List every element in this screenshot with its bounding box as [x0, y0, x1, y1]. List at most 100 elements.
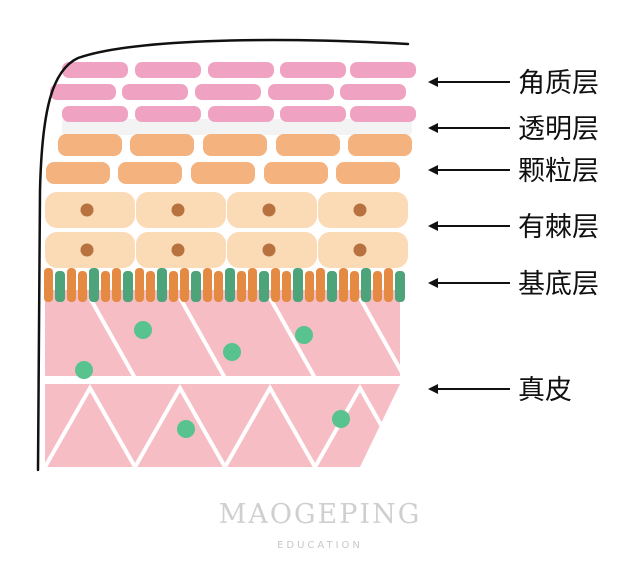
basal-cell-24	[316, 268, 325, 302]
dermis-dot-2	[295, 326, 313, 344]
basal-cell-9	[146, 271, 155, 302]
dermis-lower-triangle-0	[43, 383, 137, 468]
basal-cell-23	[305, 271, 314, 302]
nucleus-0-2	[262, 203, 276, 217]
label-group-stratum-granulosum: 颗粒层	[428, 156, 599, 187]
label-dermis: 真皮	[518, 375, 572, 406]
dermis-dot-1	[223, 343, 241, 361]
basal-cell-1	[55, 271, 65, 302]
granulosum-cell-0-0	[58, 134, 122, 156]
basal-cell-29	[373, 271, 382, 302]
nucleus-1-2	[262, 243, 276, 257]
basal-cell-11	[169, 271, 178, 302]
nucleus-1-0	[80, 243, 94, 257]
basal-cell-26	[339, 268, 348, 302]
granulosum-cell-1-3	[264, 162, 328, 184]
stratum-lucidum-band	[62, 119, 412, 135]
corneum-cell-2-3	[280, 106, 346, 122]
basal-cell-28	[361, 268, 371, 302]
label-group-stratum-basale: 基底层	[428, 269, 599, 300]
dermis-upper-band	[45, 290, 400, 380]
basal-cell-6	[112, 268, 121, 302]
corneum-cell-0-0	[62, 62, 128, 78]
label-stratum-lucidum: 透明层	[518, 114, 599, 145]
corneum-cell-1-2	[195, 84, 261, 100]
nucleus-1-1	[171, 243, 185, 257]
nucleus-1-3	[353, 243, 367, 257]
basal-cell-31	[395, 271, 405, 302]
dermis-lower-triangle-2	[223, 383, 317, 468]
corneum-cell-0-1	[135, 62, 201, 78]
label-stratum-spinosum: 有棘层	[518, 212, 599, 243]
corneum-cell-2-4	[350, 106, 416, 122]
dermis-dot-4	[177, 420, 195, 438]
left-arrow-icon	[428, 77, 510, 87]
left-arrow-icon	[428, 278, 510, 288]
label-group-dermis: 真皮	[428, 375, 572, 406]
basal-cell-27	[350, 271, 359, 302]
granulosum-cell-0-2	[203, 134, 267, 156]
label-group-stratum-lucidum: 透明层	[428, 114, 599, 145]
dermis-dot-0	[134, 321, 152, 339]
skin-surface-outline	[36, 38, 410, 472]
granulosum-cell-1-2	[191, 162, 255, 184]
basal-cell-18	[248, 268, 257, 302]
granulosum-cell-0-1	[130, 134, 194, 156]
dermis-lower-triangle-1	[133, 383, 227, 468]
corneum-cell-1-1	[122, 84, 188, 100]
basal-cell-17	[237, 271, 246, 302]
left-arrow-icon	[428, 123, 510, 133]
corneum-cell-2-2	[208, 106, 274, 122]
corneum-cell-1-4	[340, 84, 406, 100]
corneum-cell-1-0	[50, 84, 116, 100]
basal-cell-15	[214, 271, 223, 302]
basal-cell-12	[180, 268, 189, 302]
dermis-dot-5	[332, 410, 350, 428]
label-stratum-basale: 基底层	[518, 269, 599, 300]
nucleus-0-3	[353, 203, 367, 217]
basal-cell-0	[44, 268, 53, 302]
corneum-cell-2-0	[62, 106, 128, 122]
granulosum-cell-1-0	[46, 162, 110, 184]
basal-cell-16	[225, 268, 235, 302]
basal-cell-21	[282, 271, 291, 302]
granulosum-cell-0-3	[276, 134, 340, 156]
nucleus-0-1	[171, 203, 185, 217]
label-group-stratum-spinosum: 有棘层	[428, 212, 599, 243]
corneum-cell-0-4	[350, 62, 416, 78]
left-arrow-icon	[428, 384, 510, 394]
dermis-lower-band	[45, 384, 400, 467]
granulosum-cell-0-4	[348, 134, 412, 156]
dermis-upper-triangle-3	[315, 297, 409, 380]
corneum-cell-1-3	[268, 84, 334, 100]
basal-cell-13	[191, 271, 201, 302]
dermis-dot-3	[75, 361, 93, 379]
basal-cell-14	[203, 268, 212, 302]
basal-cell-4	[89, 268, 99, 302]
basal-cell-5	[101, 271, 110, 302]
left-arrow-icon	[428, 221, 510, 231]
watermark-brand: MAOGEPING	[219, 499, 422, 530]
corneum-cell-2-1	[135, 106, 201, 122]
basal-cell-19	[259, 271, 269, 302]
basal-cell-7	[123, 271, 133, 302]
basal-cell-30	[384, 268, 393, 302]
basal-cell-3	[78, 271, 87, 302]
watermark-sub: EDUCATION	[277, 540, 363, 551]
label-group-stratum-corneum: 角质层	[428, 68, 599, 99]
label-stratum-granulosum: 颗粒层	[518, 156, 599, 187]
dermis-lower-triangle-3	[313, 383, 407, 468]
basal-cell-22	[293, 268, 303, 302]
nucleus-0-0	[80, 203, 94, 217]
granulosum-cell-1-4	[336, 162, 400, 184]
basal-cell-20	[271, 268, 280, 302]
left-arrow-icon	[428, 165, 510, 175]
granulosum-cell-1-1	[118, 162, 182, 184]
basal-cell-8	[135, 268, 144, 302]
basal-cell-10	[157, 268, 167, 302]
label-stratum-corneum: 角质层	[518, 68, 599, 99]
watermark: MAOGEPING EDUCATION	[219, 499, 422, 551]
layer-annotations: 角质层 透明层 颗粒层 有棘层	[428, 68, 599, 406]
basal-cell-25	[327, 271, 337, 302]
